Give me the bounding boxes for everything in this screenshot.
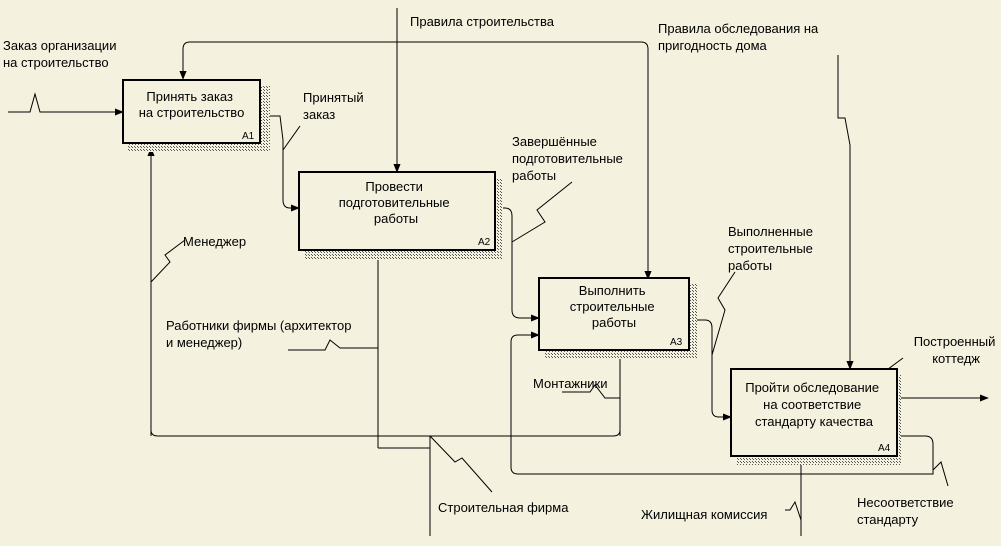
arrow-accepted-order (259, 115, 300, 212)
squiggle-construction-done (711, 271, 736, 356)
squiggle-firm (429, 435, 493, 493)
box-frame (122, 79, 261, 144)
box-a3-line1: Выполнить (579, 283, 646, 298)
squiggle-manager (150, 239, 186, 283)
label-built-cottage: Построенный коттедж (914, 334, 999, 366)
arrow-firm-staff-branch (288, 339, 378, 351)
arrow-prep-done (495, 207, 540, 322)
label-accepted-order: Принятый заказ (303, 90, 367, 122)
box-a1-line2: на строительство (139, 105, 245, 120)
arrow-construction-done (689, 319, 732, 421)
arrow-inspection-rules (837, 55, 854, 370)
arrow-rules-a1 (179, 8, 398, 80)
box-a4-line1: Пройти обследование (745, 380, 879, 395)
box-a4-line3: стандарту качества (755, 414, 874, 429)
box-a3: Выполнить строительные работы A3 (538, 277, 697, 359)
label-firm-staff: Работники фирмы (архитектор и менеджер) (166, 318, 355, 350)
box-frame (730, 368, 898, 457)
arrow-rules-a3 (397, 41, 652, 280)
arrows (8, 8, 989, 536)
box-a2-line2: подготовительные (339, 195, 450, 210)
box-a4-number: A4 (878, 443, 891, 454)
box-a3-line3: работы (592, 315, 636, 330)
label-construction-rules: Правила строительства (410, 14, 555, 29)
label-manager: Менеджер (183, 234, 246, 249)
svg-text:Провести подготовительны: Провести подготовительные работы (339, 179, 454, 226)
arrow-firm-bus-left (150, 429, 159, 437)
label-inspection-rules: Правила обследования на пригодность дома (658, 21, 822, 53)
svg-text:Пройти обследование на с: Пройти обследование на соответствие стан… (745, 380, 883, 429)
arrow-labels: Заказ организации на строительство Прави… (3, 14, 999, 527)
box-a2-number: A2 (478, 237, 491, 248)
label-housing-commission: Жилищная комиссия (641, 507, 767, 522)
svg-text:Принять заказ на строите: Принять заказ на строительство (139, 89, 245, 120)
label-installers: Монтажники (533, 376, 608, 391)
box-a2: Провести подготовительные работы A2 (298, 171, 503, 260)
box-a2-line1: Провести (365, 179, 423, 194)
label-prep-done: Завершённые подготовительные работы (512, 134, 627, 183)
arrow-feedback (510, 331, 934, 475)
svg-text:Выполнить строительные: Выполнить строительные работы (570, 283, 659, 330)
box-a1-number: A1 (242, 131, 255, 142)
squiggle-installers (562, 384, 620, 399)
box-frame (298, 171, 496, 251)
box-a3-number: A3 (670, 337, 683, 348)
label-construction-done: Выполненные строительные работы (728, 224, 817, 273)
squiggle-accepted-order (282, 125, 301, 151)
label-nonconformity: Несоответствие стандарту (857, 495, 957, 527)
box-a4: Пройти обследование на соответствие стан… (730, 368, 901, 465)
box-a4-line2: на соответствие (763, 397, 861, 412)
arrow-nonconformity (897, 435, 949, 487)
box-a1: Принять заказ на строительство A1 (122, 79, 270, 152)
box-a1-line1: Принять заказ (146, 89, 233, 104)
arrow-order-input (8, 92, 124, 116)
label-order-input: Заказ организации на строительство (3, 38, 120, 70)
arrow-firm-bus (158, 429, 621, 437)
box-a2-line3: работы (374, 211, 418, 226)
squiggle-prep-done (511, 181, 573, 243)
box-a3-line2: строительные (570, 299, 655, 314)
label-construction-firm: Строительная фирма (438, 500, 569, 515)
box-frame (538, 277, 690, 351)
squiggle-housing (785, 500, 802, 521)
